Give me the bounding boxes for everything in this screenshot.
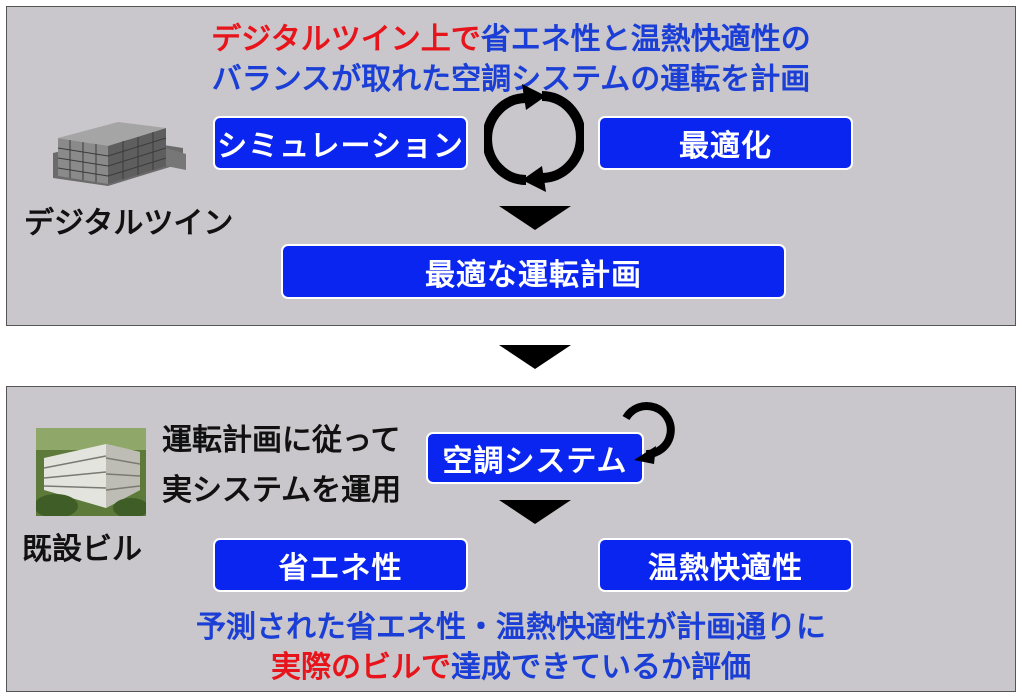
down-arrow-icon [499,500,571,524]
hvac-system-button: 空調システム [426,432,644,484]
evaluation-line2: 実際のビルで達成できているか評価 [0,642,1022,686]
actual-building-highlight: 実際のビルで [271,650,451,685]
evaluation-rest: 達成できているか評価 [451,650,751,685]
rotation-arrow-icon [622,402,675,464]
digital-twin-building-icon [53,122,186,186]
heading-rest: 省エネ性と温熱快適性の [480,22,811,57]
thermal-comfort-button: 温熱快適性 [598,538,853,592]
operation-instruction-line1: 運転計画に従って [162,423,401,458]
digital-twin-label: デジタルツイン [24,206,234,241]
top-heading-line1: デジタルツイン上で省エネ性と温熱快適性の [0,14,1022,58]
simulation-button: シミュレーション [213,116,468,170]
existing-building-photo-icon [36,428,146,516]
top-heading-line2: バランスが取れた空調システムの運転を計画 [211,62,811,97]
operation-instruction-line2: 実システムを運用 [162,473,402,508]
down-arrow-icon [499,206,571,230]
existing-building-label: 既設ビル [22,532,142,567]
optimal-plan-button: 最適な運転計画 [281,244,786,299]
down-arrow-between-panels-icon [499,345,571,369]
energy-saving-button: 省エネ性 [213,538,468,592]
evaluation-line1: 予測された省エネ性・温熱快適性が計画通りに [196,610,826,645]
optimization-button: 最適化 [598,116,853,170]
cycle-arrows-icon [484,84,584,192]
digital-twin-highlight: デジタルツイン上で [211,22,481,57]
